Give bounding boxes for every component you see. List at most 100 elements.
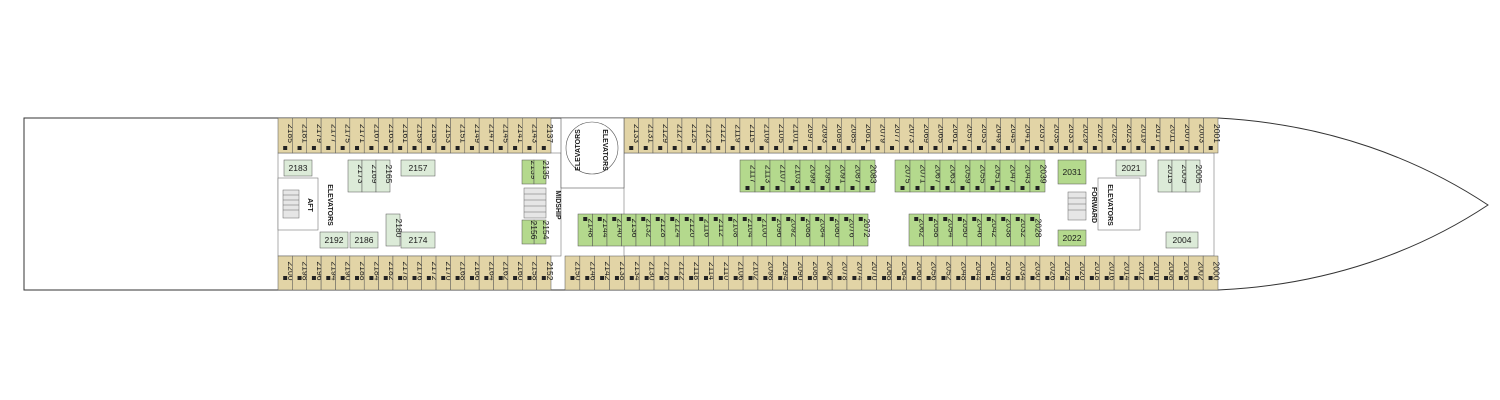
cabin-number-2118: 2118: [692, 262, 702, 281]
cabin-number-2159: 2159: [416, 124, 426, 143]
cabin-2083[interactable]: [859, 159, 876, 193]
cabin-marker-icon: [911, 276, 916, 280]
cabin-marker-icon: [1149, 276, 1154, 280]
cabin-number-2106: 2106: [737, 262, 747, 281]
cabin-number-2015: 2015: [1166, 165, 1176, 184]
cabin-number-2176: 2176: [416, 262, 426, 281]
cabin-number-2198: 2198: [301, 262, 311, 281]
cabin-number-2062: 2062: [917, 219, 927, 238]
cabin-2022[interactable]: [1057, 229, 1087, 247]
cabin-marker-icon: [1121, 146, 1126, 150]
cabin-marker-icon: [1034, 146, 1039, 150]
cabin-2183[interactable]: [283, 159, 313, 177]
cabin-marker-icon: [498, 146, 503, 150]
cabin-2180[interactable]: [385, 213, 401, 247]
cabin-number-2048: 2048: [959, 262, 969, 281]
cabin-2165[interactable]: [375, 159, 391, 193]
cabin-2152[interactable]: [536, 255, 552, 291]
cabin-marker-icon: [991, 146, 996, 150]
cabin-number-2151: 2151: [459, 124, 469, 143]
cabin-marker-icon: [915, 186, 920, 190]
cabin-number-2126: 2126: [662, 262, 672, 281]
cabin-2157[interactable]: [400, 159, 436, 177]
cabin-number-2079: 2079: [879, 124, 889, 143]
cabin-2039[interactable]: [1029, 159, 1046, 193]
cabin-marker-icon: [947, 146, 952, 150]
cabin-number-2084: 2084: [818, 219, 828, 238]
cabin-marker-icon: [498, 276, 503, 280]
cabin-number-2086: 2086: [811, 262, 821, 281]
cabin-2192[interactable]: [319, 231, 349, 249]
cabin-marker-icon: [541, 146, 546, 150]
cabin-number-2056: 2056: [930, 262, 940, 281]
cabin-number-2018: 2018: [1093, 262, 1103, 281]
cabin-marker-icon: [875, 146, 880, 150]
cabin-2001[interactable]: [1203, 117, 1219, 154]
cabin-marker-icon: [933, 146, 938, 150]
cabin-number-2019: 2019: [1139, 124, 1149, 143]
cabin-number-2147: 2147: [487, 124, 497, 143]
cabin-marker-icon: [541, 276, 546, 280]
midship-stairs-icon: [523, 187, 547, 219]
cabin-number-2005: 2005: [1194, 165, 1204, 184]
cabin-2174[interactable]: [400, 231, 436, 249]
cabin-number-2075: 2075: [904, 165, 914, 184]
cabin-marker-icon: [484, 276, 489, 280]
midship-elevators-label-right: ELEVATORS: [601, 129, 608, 171]
cabin-2137[interactable]: [536, 117, 552, 154]
cabin-marker-icon: [283, 276, 288, 280]
cabin-marker-icon: [1134, 276, 1139, 280]
cabin-number-2082: 2082: [826, 262, 836, 281]
aft-label: AFT: [306, 198, 313, 212]
cabin-2000[interactable]: [1202, 255, 1219, 291]
cabin-number-2164: 2164: [487, 262, 497, 281]
cabin-marker-icon: [846, 146, 851, 150]
cabin-marker-icon: [1020, 146, 1025, 150]
cabin-number-2003: 2003: [1197, 124, 1207, 143]
cabin-marker-icon: [455, 146, 460, 150]
cabin-number-2009: 2009: [1180, 165, 1190, 184]
cabin-2004[interactable]: [1165, 231, 1199, 249]
cabin-number-2165: 2165: [384, 165, 394, 184]
cabin-marker-icon: [790, 186, 795, 190]
cabin-number-2173: 2173: [356, 165, 366, 184]
cabin-marker-icon: [1179, 146, 1184, 150]
cabin-number-2057: 2057: [965, 124, 975, 143]
cabin-marker-icon: [672, 146, 677, 150]
cabin-marker-icon: [412, 276, 417, 280]
cabin-marker-icon: [962, 146, 967, 150]
cabin-number-2092: 2092: [789, 219, 799, 238]
cabin-2021[interactable]: [1115, 159, 1147, 177]
cabin-marker-icon: [945, 186, 950, 190]
cabin-number-2122: 2122: [677, 262, 687, 281]
cabin-number-2162: 2162: [502, 262, 512, 281]
cabin-number-2131: 2131: [647, 124, 657, 143]
cabin-marker-icon: [803, 146, 808, 150]
cabin-2072[interactable]: [853, 213, 869, 247]
cabin-number-2114: 2114: [707, 262, 717, 281]
cabin-number-2016: 2016: [1108, 262, 1118, 281]
cabin-number-2192: 2192: [325, 235, 344, 245]
cabin-2005[interactable]: [1185, 159, 1201, 193]
cabin-number-2037: 2037: [1038, 124, 1048, 143]
cabin-2135[interactable]: [533, 159, 547, 185]
cabin-marker-icon: [1075, 276, 1080, 280]
cabin-number-2008: 2008: [1167, 262, 1177, 281]
cabin-number-2058: 2058: [932, 219, 942, 238]
cabin-marker-icon: [597, 217, 602, 221]
cabin-number-2096: 2096: [775, 219, 785, 238]
cabin-marker-icon: [655, 217, 660, 221]
cabin-marker-icon: [971, 276, 976, 280]
cabin-2031[interactable]: [1057, 159, 1087, 185]
cabin-2156[interactable]: [521, 219, 535, 245]
cabin-number-2161: 2161: [401, 124, 411, 143]
cabin-marker-icon: [469, 276, 474, 280]
cabin-2186[interactable]: [349, 231, 379, 249]
cabin-number-2101: 2101: [792, 124, 802, 143]
cabin-number-2004: 2004: [1173, 235, 1192, 245]
cabin-2028[interactable]: [1024, 213, 1040, 247]
